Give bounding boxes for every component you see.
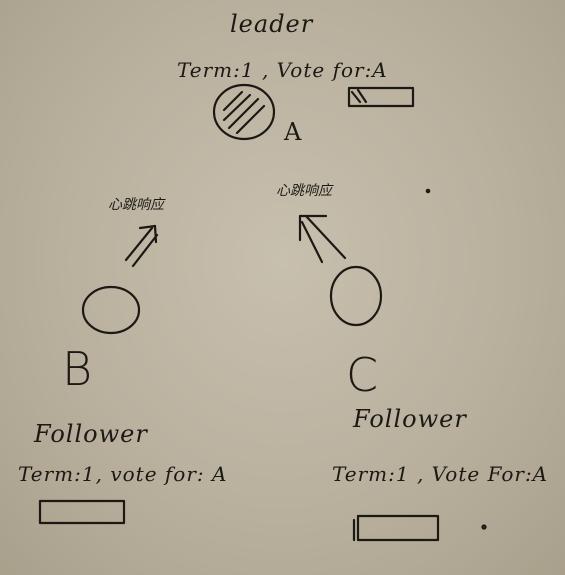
stray-dot [481, 524, 487, 530]
leader-state-label: Term:1 , Vote for:A [177, 58, 388, 82]
follower-b-role-label: Follower [34, 420, 148, 448]
leader-log-box [347, 86, 415, 108]
follower-b-heartbeat-note: 心跳响应 [108, 197, 164, 213]
arrow-b-to-leader [124, 224, 159, 268]
arrow-c-to-leader [298, 214, 347, 264]
follower-b-state-label: Term:1, vote for: A [18, 462, 228, 486]
stray-dot [425, 188, 431, 194]
follower-c-log-box [352, 514, 440, 542]
leader-node-circle [212, 83, 276, 141]
follower-b-name-label: B [62, 342, 94, 396]
follower-c-heartbeat-note: 心跳响应 [276, 183, 332, 199]
follower-c-circle [329, 265, 383, 327]
follower-b-circle [81, 285, 141, 335]
leader-name-label: A [284, 118, 303, 146]
follower-c-state-label: Term:1 , Vote For:A [332, 462, 549, 486]
follower-c-name-label: C [346, 348, 380, 402]
leader-role-label: leader [230, 10, 314, 38]
follower-b-log-box [38, 499, 126, 525]
follower-c-role-label: Follower [353, 405, 467, 433]
